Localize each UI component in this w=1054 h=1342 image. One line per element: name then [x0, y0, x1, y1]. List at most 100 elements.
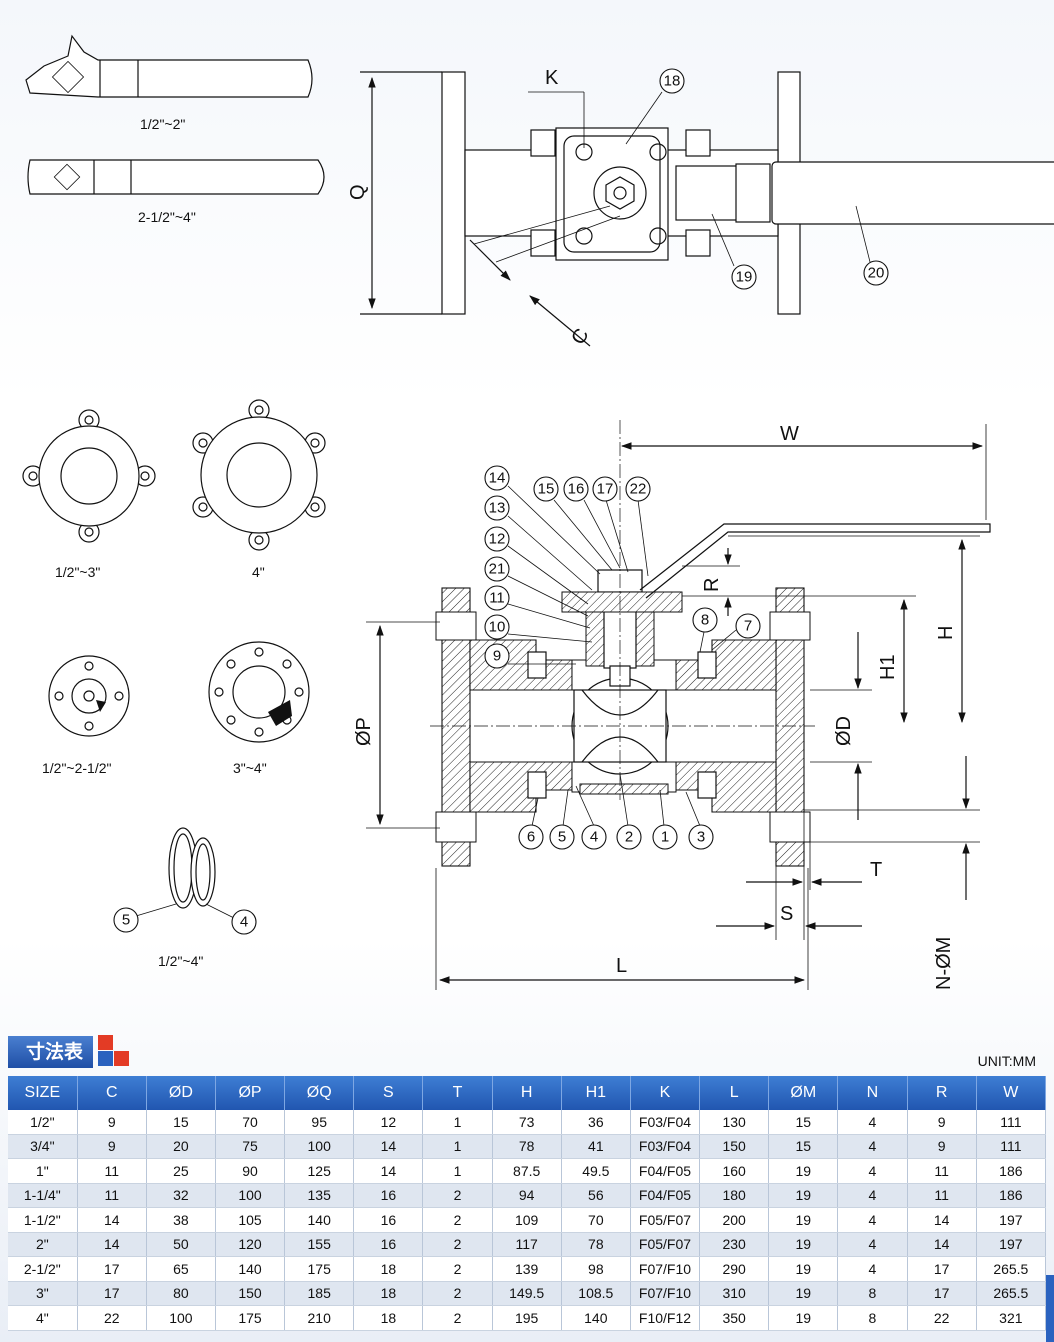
table-cell: 150: [699, 1134, 770, 1159]
flange-4hole-label: 1/2"~3": [55, 564, 100, 580]
flange-6hole: 4": [192, 399, 326, 580]
table-cell: 14: [353, 1134, 424, 1159]
table-header-cell: C: [77, 1076, 147, 1110]
handle-large: 2-1/2"~4": [27, 159, 325, 225]
callout-seal-4: 4: [231, 909, 257, 935]
table-cell: 17: [907, 1256, 977, 1282]
callout-4: 4: [581, 824, 607, 850]
table-cell: 2-1/2": [8, 1256, 78, 1282]
dim-h: H: [935, 626, 957, 640]
table-header-cell: ØM: [768, 1076, 839, 1110]
dim-op: ØP: [353, 717, 375, 746]
callout-20: 20: [863, 260, 889, 286]
table-cell: 19: [768, 1183, 839, 1208]
table-cell: 19: [768, 1232, 839, 1257]
table-cell: 2: [422, 1281, 493, 1306]
svg-text:4: 4: [590, 829, 598, 846]
table-cell: 150: [215, 1281, 286, 1306]
table-cell: 9: [907, 1134, 977, 1159]
table-cell: 2": [8, 1232, 78, 1257]
table-cell: 321: [976, 1305, 1047, 1331]
table-header-cell: ØQ: [284, 1076, 355, 1110]
table-cell: 80: [146, 1281, 216, 1306]
table-cell: 14: [907, 1207, 977, 1233]
title-decoration: [98, 1035, 132, 1067]
dim-q: Q: [347, 184, 369, 200]
callout-2: 2: [616, 824, 642, 850]
callout-15: 15: [533, 476, 559, 502]
table-cell: 265.5: [976, 1256, 1047, 1282]
table-header-cell: SIZE: [8, 1076, 78, 1110]
table-cell: 4": [8, 1305, 78, 1331]
callout-13: 13: [484, 495, 510, 521]
table-cell: 25: [146, 1158, 216, 1184]
table-cell: 19: [768, 1305, 839, 1331]
dim-w: W: [780, 423, 799, 445]
table-cell: 8: [837, 1281, 908, 1306]
table-cell: 19: [768, 1256, 839, 1282]
table-header-cell: H: [492, 1076, 562, 1110]
svg-text:8: 8: [701, 612, 709, 629]
table-cell: 125: [284, 1158, 355, 1184]
svg-text:13: 13: [489, 500, 506, 517]
callout-17: 17: [592, 476, 618, 502]
svg-text:2: 2: [625, 829, 633, 846]
table-cell: 20: [146, 1134, 216, 1159]
svg-text:17: 17: [597, 481, 614, 498]
table-cell: 111: [976, 1110, 1047, 1135]
table-cell: 130: [699, 1110, 770, 1135]
table-cell: 186: [976, 1158, 1047, 1184]
table-cell: 105: [215, 1207, 286, 1233]
table-header-cell: ØP: [215, 1076, 286, 1110]
callout-9: 9: [484, 643, 510, 669]
table-cell: 200: [699, 1207, 770, 1233]
table-cell: F05/F07: [630, 1207, 701, 1233]
dim-k: K: [545, 67, 559, 89]
seal-rings: 5 4 1/2"~4": [113, 827, 257, 969]
table-cell: 65: [146, 1256, 216, 1282]
svg-text:1: 1: [661, 829, 669, 846]
seat-large-label: 3"~4": [233, 760, 267, 776]
table-cell: 98: [561, 1256, 631, 1282]
table-cell: 73: [492, 1110, 562, 1135]
svg-text:14: 14: [489, 470, 506, 487]
dim-l: L: [616, 955, 627, 977]
table-cell: 4: [837, 1183, 908, 1208]
table-cell: 9: [77, 1110, 147, 1135]
table-cell: 100: [146, 1305, 216, 1331]
table-cell: F04/F05: [630, 1158, 701, 1184]
table-cell: 15: [768, 1134, 839, 1159]
callout-11: 11: [484, 585, 510, 611]
table-cell: 175: [215, 1305, 286, 1331]
table-cell: F03/F04: [630, 1134, 701, 1159]
table-cell: 14: [77, 1232, 147, 1257]
handle-large-label: 2-1/2"~4": [138, 209, 196, 225]
edge-accent-bar: [1046, 1275, 1054, 1342]
table-cell: 1: [422, 1110, 493, 1135]
table-cell: 18: [353, 1281, 424, 1306]
table-cell: 265.5: [976, 1281, 1047, 1306]
handle-small-label: 1/2"~2": [140, 116, 185, 132]
table-cell: 160: [699, 1158, 770, 1184]
table-cell: 1-1/2": [8, 1207, 78, 1233]
table-cell: F03/F04: [630, 1110, 701, 1135]
table-cell: 38: [146, 1207, 216, 1233]
table-cell: 41: [561, 1134, 631, 1159]
table-header-cell: H1: [561, 1076, 631, 1110]
table-cell: 120: [215, 1232, 286, 1257]
svg-text:3: 3: [697, 829, 705, 846]
table-cell: 1-1/4": [8, 1183, 78, 1208]
table-cell: 50: [146, 1232, 216, 1257]
table-cell: 195: [492, 1305, 562, 1331]
table-cell: 17: [77, 1281, 147, 1306]
table-cell: 4: [837, 1256, 908, 1282]
table-cell: 197: [976, 1232, 1047, 1257]
table-cell: 17: [907, 1281, 977, 1306]
table-cell: 310: [699, 1281, 770, 1306]
table-cell: 32: [146, 1183, 216, 1208]
